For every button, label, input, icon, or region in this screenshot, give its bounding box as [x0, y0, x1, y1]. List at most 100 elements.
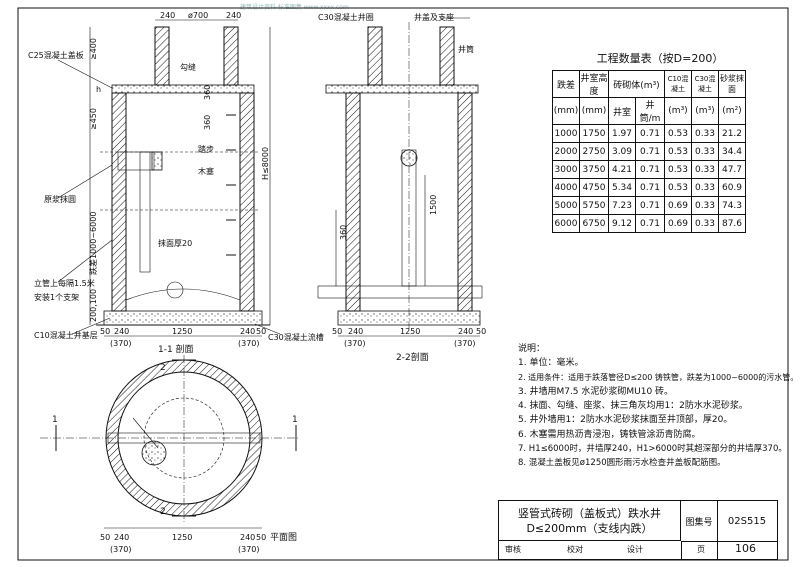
page-label: 页: [697, 545, 705, 554]
section-2-2-drawing: [317, 17, 483, 337]
th-sub-0: (mm): [552, 97, 580, 125]
s1-left-dim-0: ≥400: [89, 38, 98, 60]
s1-neck-wall-right: [223, 26, 239, 86]
cell: 0.33: [691, 142, 719, 161]
s1-label-c10-base: C10混凝土井基层: [34, 330, 98, 340]
s1-label-joint: 勾缝: [180, 62, 196, 72]
cell: 0.69: [664, 214, 692, 233]
cell: 5000: [552, 196, 580, 215]
cell: 0.71: [635, 142, 665, 161]
cell: 0.71: [635, 124, 665, 143]
cell: 0.33: [691, 124, 719, 143]
plan-bot-dim-0: 50: [100, 533, 110, 542]
th-sub-6: (m²): [718, 97, 746, 125]
atlas-code: 02S515: [717, 501, 777, 542]
plan-bot-sub-0: (370): [110, 545, 132, 554]
s1-top-dim-1: ø700: [188, 11, 208, 20]
s1-left-dim-3: 跌差1000~6000: [88, 212, 98, 275]
s1-left-dim-1: h: [96, 85, 101, 94]
cell: 2000: [552, 142, 580, 161]
s1-label-step: 踏步: [198, 144, 214, 154]
cell: 0.33: [691, 160, 719, 179]
cell: 3000: [552, 160, 580, 179]
title-line-1: 竖管式砖砌（盖板式）跌水井: [518, 507, 661, 520]
cell: 47.7: [718, 160, 746, 179]
plan-bot-dim-4: 50: [256, 533, 266, 542]
cell: 7.23: [608, 196, 636, 215]
cell: 0.71: [635, 196, 665, 215]
s1-chamber-wall-right: [239, 92, 255, 312]
review-label: 审核: [505, 545, 521, 554]
title-block-title: 竖管式砖砌（盖板式）跌水井 D≤200mm（支线内跌）: [499, 501, 681, 541]
quantity-table-title: 工程数量表（按D=200）: [596, 52, 724, 65]
cell: 1.97: [608, 124, 636, 143]
note-item: 8. 混凝土盖板见ø1250圆形雨污水检查井盖板配筋图。: [518, 458, 726, 469]
notes-block: 说明： 1. 单位：毫米。 2. 适用条件：适用于跌落管径D≤200 铸铁管，跌…: [518, 342, 798, 471]
cell: 0.69: [664, 196, 692, 215]
s1-label-inner-plaster: 抹面厚20: [158, 238, 192, 248]
s1-bot-sub-0: (370): [110, 339, 132, 348]
s1-wood-plug: [151, 151, 163, 171]
s1-bot-dim-0: 50: [100, 327, 110, 336]
section-1-1-drawing: [57, 19, 281, 337]
cell: 0.71: [635, 214, 665, 233]
cell: 4000: [552, 178, 580, 197]
plan-mark-2-bottom: 2: [160, 507, 166, 517]
cell: 0.33: [691, 178, 719, 197]
s1-chamber-wall-left: [111, 92, 127, 312]
s2-bot-sub-0: (370): [344, 339, 366, 348]
note-item: 4. 抹面、勾缝、座浆、抹三角灰均用1：2防水水泥砂浆。: [518, 401, 748, 412]
s2-bot-dim-0: 50: [332, 327, 342, 336]
quantity-table: 跌差 井室高度 砖砌体(m³) C10混凝土 C30混凝土 砂浆抹面 (mm) …: [552, 70, 746, 233]
table-subheader-row: (mm) (mm) 井室 井筒/m (m³) (m³) (m²): [552, 97, 746, 125]
cell: 0.33: [691, 214, 719, 233]
s1-right-dim-2: H≤8000: [261, 147, 270, 180]
plan-drawing: [40, 355, 300, 529]
s1-neck-wall-left: [154, 26, 170, 86]
s2-bot-dim-2: 1250: [400, 327, 420, 336]
s1-left-dim-4: 200,100: [89, 289, 98, 322]
s1-label-c30-channel: C30混凝土流槽: [268, 332, 324, 342]
plan-mark-2-top: 2: [160, 363, 166, 373]
th-height: 井室高度: [579, 70, 609, 98]
s1-label-support2: 安装1个支架: [34, 292, 79, 302]
plan-mark-1-right: 1: [292, 415, 298, 425]
title-block: 竖管式砖砌（盖板式）跌水井 D≤200mm（支线内跌） 图集号 02S515 审…: [498, 500, 778, 560]
th-sub-4: (m³): [664, 97, 692, 125]
note-item: 6. 木塞需用热沥青浸泡，铸铁管涂沥青防腐。: [518, 429, 701, 440]
th-drop: 跌差: [552, 70, 580, 98]
s2-label-c30-ring: C30混凝土井圈: [318, 12, 374, 22]
s1-bot-dim-2: 1250: [172, 327, 192, 336]
note-item: 7. H1≤6000时，井墙厚240，H1>6000时其超深部分的井墙厚370。: [518, 444, 787, 455]
cell: 6000: [552, 214, 580, 233]
cell: 4750: [579, 178, 609, 197]
signature-row: 审核 校对 设计 页 106: [499, 541, 777, 559]
s1-right-dim-0: 360: [203, 85, 212, 100]
plan-bot-sub-1: (370): [238, 545, 260, 554]
s2-chamber-wall-right: [457, 92, 473, 312]
notes-heading: 说明：: [518, 344, 546, 354]
th-c30: C30混凝土: [691, 70, 719, 98]
plan-drop-pipe: [141, 440, 167, 466]
th-c10: C10混凝土: [664, 70, 692, 98]
s2-title: 2-2剖面: [396, 351, 429, 363]
check-label: 校对: [567, 545, 583, 554]
cell: 0.53: [664, 160, 692, 179]
plan-bot-dim-3: 240: [240, 533, 255, 542]
plan-mark-1-left: 1: [52, 415, 58, 425]
cell: 87.6: [718, 214, 746, 233]
note-item: 3. 井墙用M7.5 水泥砂浆砌MU10 砖。: [518, 386, 674, 397]
plan-bot-dim-2: 1250: [172, 533, 192, 542]
cell: 0.53: [664, 178, 692, 197]
cell: 2750: [579, 142, 609, 161]
th-brick: 砖砌体(m³): [608, 70, 665, 98]
s1-right-dim-1: 360: [203, 115, 212, 130]
page-number: 106: [735, 542, 756, 555]
s2-label-neck: 井筒: [458, 44, 474, 54]
cell: 9.12: [608, 214, 636, 233]
s1-bot-sub-1: (370): [238, 339, 260, 348]
note-item: 5. 井外墙用1：2防水水泥砂浆抹面至井顶部，厚20。: [518, 415, 733, 426]
cell: 0.53: [664, 124, 692, 143]
